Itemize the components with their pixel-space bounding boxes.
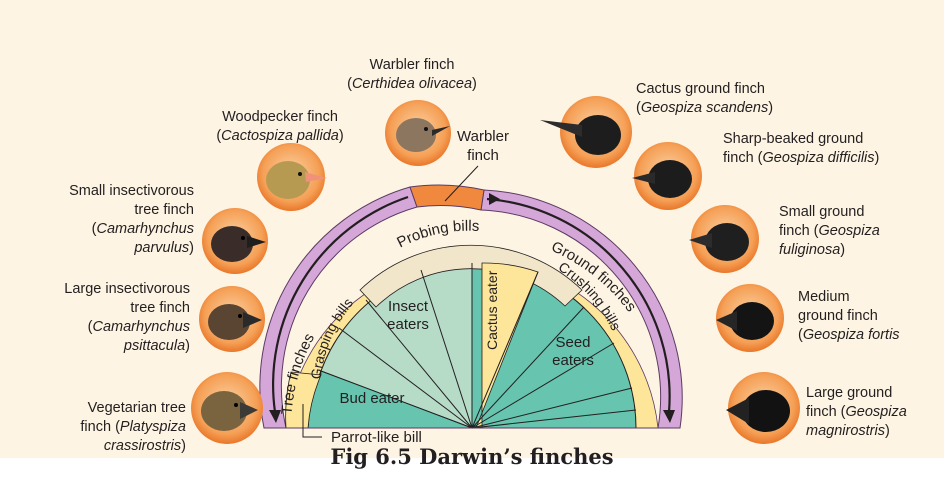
insect-eaters-label-line1: Insect (388, 298, 429, 315)
warbler-finch-label: Warbler finch (Certhidea olivacea) (302, 56, 522, 94)
medium-ground-finch-label: Medium ground finch (Geospiza fortis (798, 288, 900, 345)
bud-eater-label: Bud eater (339, 390, 404, 407)
large-insectivorous-tree-finch-label: Large insectivorous tree finch (Camarhyn… (4, 280, 190, 356)
small-insectivorous-tree-finch-label: Small insectivorous tree finch (Camarhyn… (6, 182, 194, 258)
warbler-finch-arc-label-line1: Warbler (457, 128, 509, 145)
warbler-finch-block (410, 185, 484, 210)
woodpecker-finch-head-icon (257, 143, 327, 211)
cactus-ground-finch-label: Cactus ground finch (Geospiza scandens) (636, 80, 773, 118)
large-ground-finch-label: Large ground finch (Geospiza magnirostri… (806, 384, 907, 441)
seed-eaters-label-line1: Seed (555, 334, 590, 351)
cactus-ground-finch-head-icon (540, 96, 632, 168)
woodpecker-finch-label: Woodpecker finch (Cactospiza pallida) (180, 108, 380, 146)
cactus-eater-label: Cactus eater (484, 270, 500, 350)
small-insectivorous-tree-finch-head-icon (202, 208, 268, 274)
warbler-finch-head-icon (385, 100, 451, 166)
sharp-beaked-ground-finch-head-icon (632, 142, 702, 210)
large-insectivorous-tree-finch-head-icon (199, 286, 265, 352)
sharp-beaked-ground-finch-label: Sharp-beaked ground finch (Geospiza diff… (723, 130, 879, 168)
vegetarian-tree-finch-head-icon (191, 372, 263, 444)
insect-eaters-label-line2: eaters (387, 316, 429, 333)
small-ground-finch-label: Small ground finch (Geospiza fuliginosa) (779, 203, 880, 260)
seed-eaters-label-line2: eaters (552, 352, 594, 369)
medium-ground-finch-head-icon (716, 284, 784, 352)
figure-caption: Fig 6.5 Darwin’s finches (0, 444, 944, 469)
small-ground-finch-head-icon (689, 205, 759, 273)
warbler-finch-arc-label-line2: finch (467, 147, 499, 164)
large-ground-finch-head-icon (726, 372, 800, 444)
